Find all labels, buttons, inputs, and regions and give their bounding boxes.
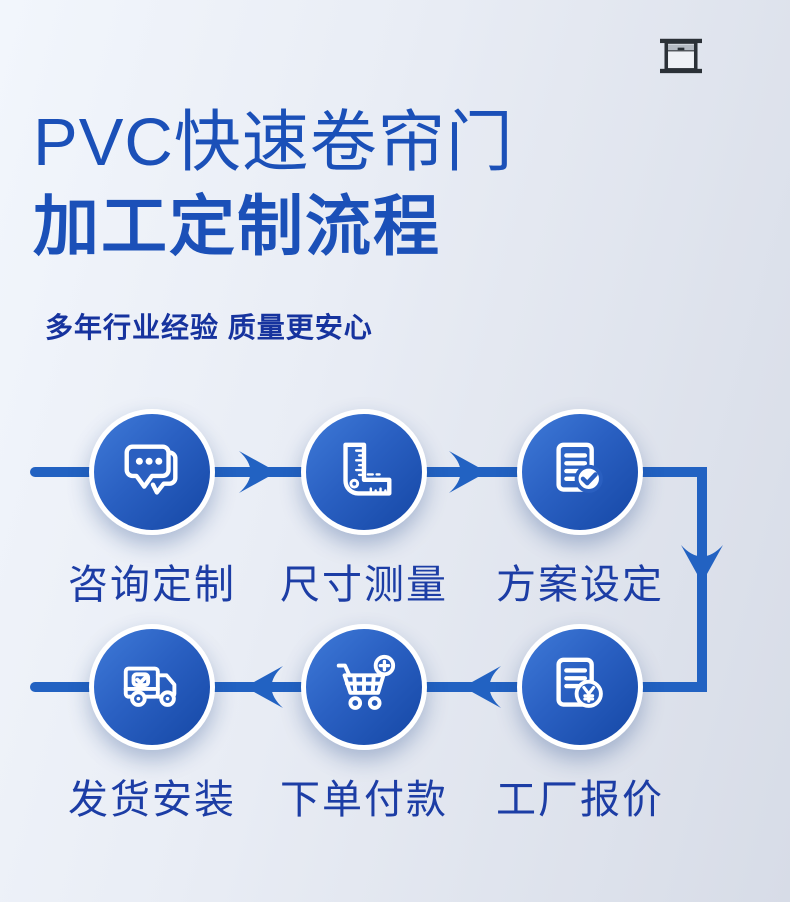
page-title-line1: PVC快速卷帘门 xyxy=(33,105,514,180)
flow-step-label: 下单付款 xyxy=(280,778,448,822)
flow-step-label: 工厂报价 xyxy=(496,778,664,822)
arrow-left-2 xyxy=(245,666,283,708)
cart-plus-icon xyxy=(336,654,396,710)
flow-circle xyxy=(89,409,215,535)
flow-circle xyxy=(301,409,427,535)
flow-step-label: 方案设定 xyxy=(496,563,664,607)
flow-circle xyxy=(517,409,643,535)
document-check-icon xyxy=(556,442,603,493)
arrow-down xyxy=(681,545,723,583)
document-yen-icon xyxy=(556,657,603,708)
flow-step-label: 咨询定制 xyxy=(68,563,236,607)
flow-step-measure: 尺寸测量 xyxy=(280,409,446,610)
roller-door-icon xyxy=(660,38,702,74)
flow-circle xyxy=(89,624,215,750)
page-title-line2: 加工定制流程 xyxy=(33,189,441,264)
arrow-left-1 xyxy=(463,666,501,708)
chat-bubbles-icon xyxy=(124,444,178,495)
flow-step-label: 尺寸测量 xyxy=(280,563,448,607)
truck-check-icon xyxy=(123,666,177,707)
flow-step-quote: 工厂报价 xyxy=(496,624,662,825)
ruler-square-icon xyxy=(343,442,392,496)
flow-step-consult: 咨询定制 xyxy=(68,409,234,610)
flow-step-order: 下单付款 xyxy=(280,624,446,825)
arrow-right-2 xyxy=(449,451,487,493)
arrow-right-1 xyxy=(239,451,277,493)
flow-step-delivery: 发货安装 xyxy=(68,624,234,825)
flow-step-plan: 方案设定 xyxy=(496,409,662,610)
flow-step-label: 发货安装 xyxy=(68,778,236,822)
page-subtitle: 多年行业经验 质量更安心 xyxy=(45,312,373,343)
flow-circle xyxy=(517,624,643,750)
title-block: PVC快速卷帘门 加工定制流程 xyxy=(33,105,514,264)
flow-circle xyxy=(301,624,427,750)
